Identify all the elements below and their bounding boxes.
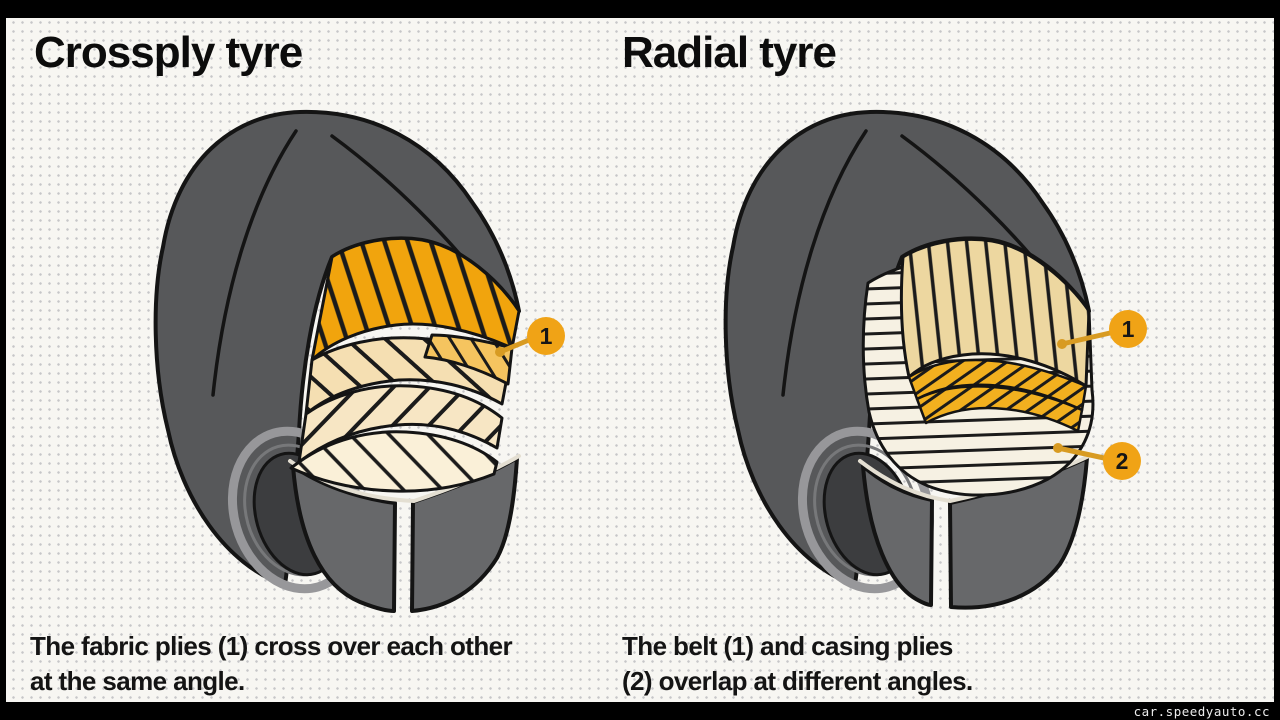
crossply-tyre-illustration	[156, 112, 532, 613]
callout-label: 2	[1115, 447, 1129, 474]
leader-line-crossply-1	[497, 337, 532, 355]
callout-badge-crossply-1: 1	[527, 317, 565, 355]
callout-label: 1	[539, 322, 553, 349]
caption-line: The fabric plies (1) cross over each oth…	[30, 631, 513, 661]
caption-line: (2) overlap at different angles.	[622, 666, 973, 696]
radial-title: Radial tyre	[622, 28, 837, 77]
bottom-letterbox-bar: car.speedyauto.cc	[0, 702, 1280, 720]
leader-line-radial-2	[1055, 445, 1107, 461]
radial-caption: The belt (1) and casing plies (2) overla…	[622, 629, 1197, 699]
top-letterbox-bar	[0, 0, 1280, 18]
radial-tyre-illustration	[726, 112, 1113, 610]
caption-line: The belt (1) and casing plies	[622, 631, 953, 661]
callout-label: 1	[1121, 315, 1135, 342]
leader-line-radial-1	[1059, 330, 1113, 347]
crossply-title: Crossply tyre	[34, 28, 303, 77]
callout-badge-radial-1: 1	[1109, 310, 1147, 348]
right-letterbox-bar	[1274, 0, 1280, 720]
caption-line: at the same angle.	[30, 666, 245, 696]
callout-badge-radial-2: 2	[1103, 442, 1141, 480]
watermark-label: car.speedyauto.cc	[1133, 703, 1270, 719]
left-letterbox-bar	[0, 0, 6, 720]
crossply-caption: The fabric plies (1) cross over each oth…	[30, 629, 605, 699]
